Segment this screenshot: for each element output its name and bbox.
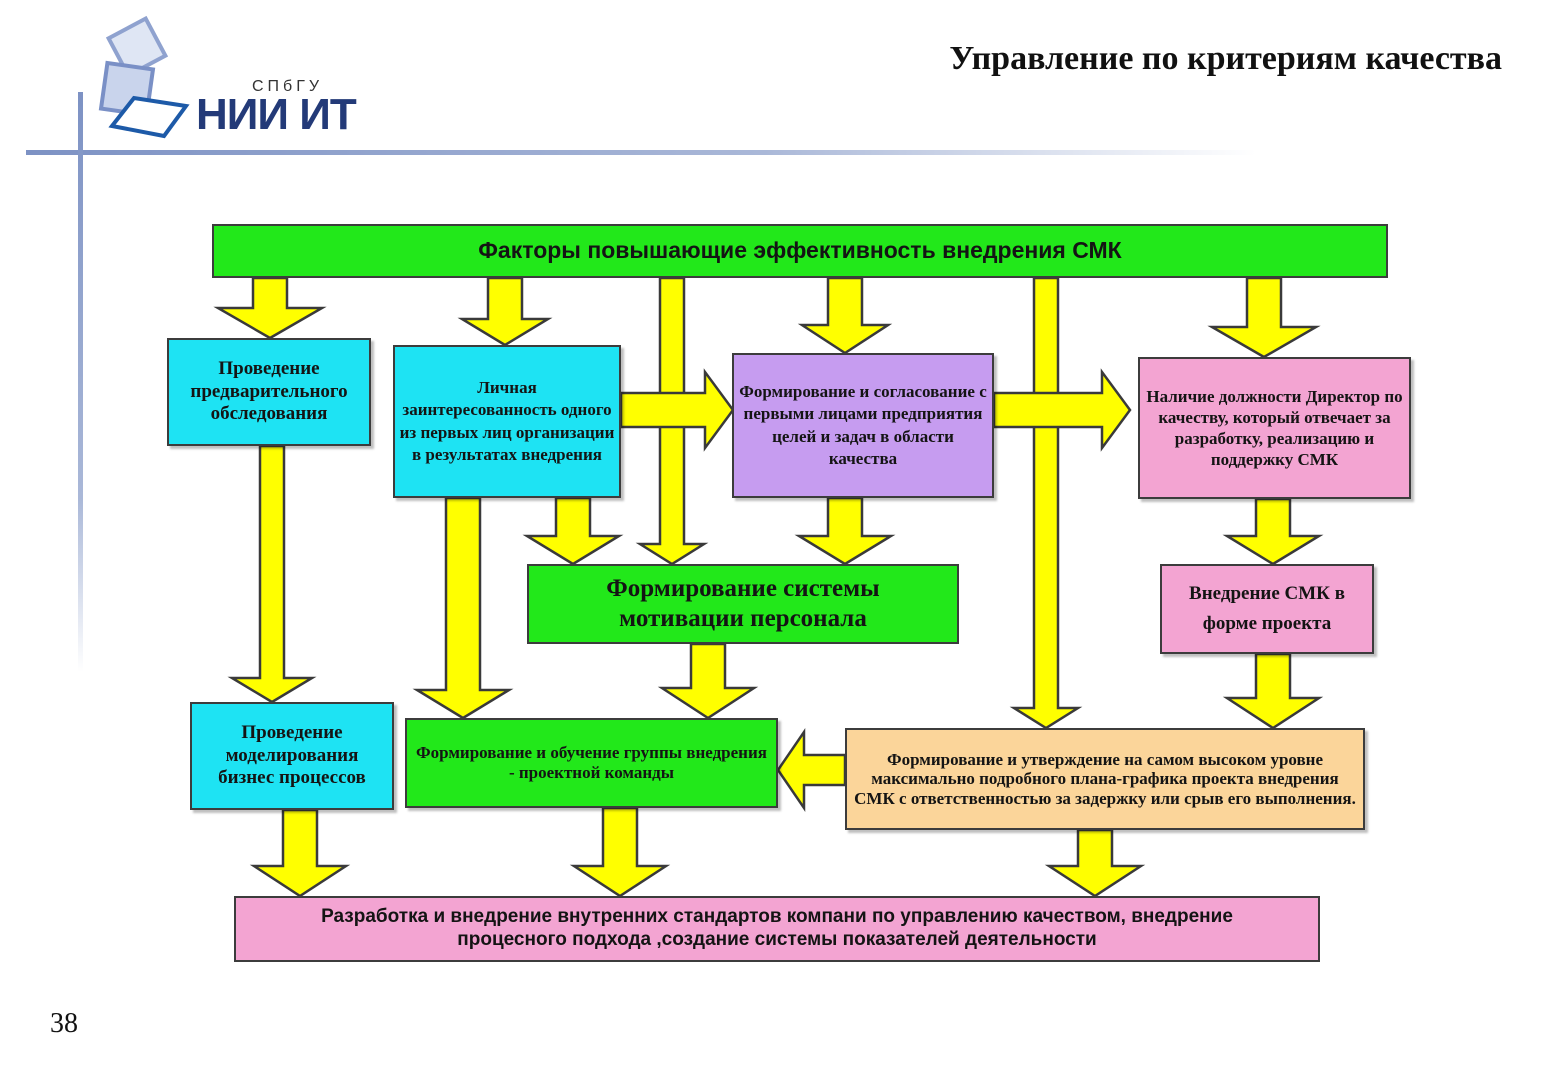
box-personal-interest: Личная заинтересованность одного из перв…: [393, 345, 621, 498]
arrow-goals-to-director: [992, 368, 1132, 452]
arrow-modeling-to-standards: [249, 808, 351, 898]
logo-name: НИИ ИТ: [196, 90, 357, 139]
slide-title: Управление по критериям качества: [949, 40, 1502, 77]
logo-squares-icon: [98, 15, 190, 139]
box-project-implementation: Внедрение СМК в форме проекта: [1160, 564, 1374, 654]
arrow-top-to-survey: [213, 276, 327, 340]
arrow-top-to-director: [1207, 276, 1321, 359]
header-rule: [26, 150, 1256, 155]
arrow-project-to-plan: [1222, 652, 1324, 730]
arrow-director-to-project: [1222, 497, 1324, 566]
arrow-plan-to-team: [776, 727, 847, 813]
arrow-team-to-standards: [569, 806, 671, 898]
box-internal-standards: Разработка и внедрение внутренних станда…: [234, 896, 1320, 962]
arrow-goals-to-motivation: [794, 496, 896, 566]
logo-subtitle: СПбГУ: [252, 78, 324, 95]
side-rule: [78, 92, 83, 672]
arrow-interest-to-team: [412, 496, 514, 720]
arrow-motivation-to-team: [657, 642, 759, 720]
page-number: 38: [50, 1008, 78, 1039]
box-project-team: Формирование и обучение группы внедрения…: [405, 718, 778, 808]
arrow-top-to-interest: [457, 276, 553, 347]
box-preliminary-survey: Проведение предварительного обследования: [167, 338, 371, 446]
box-schedule-plan: Формирование и утверждение на самом высо…: [845, 728, 1365, 830]
arrow-plan-to-standards: [1044, 828, 1146, 898]
arrow-top-to-goals: [797, 276, 893, 355]
box-factors: Факторы повышающие эффективность внедрен…: [212, 224, 1388, 278]
arrow-survey-to-modeling: [227, 444, 317, 704]
arrow-interest-to-motivation: [522, 496, 624, 566]
arrow-interest-to-goals: [619, 368, 735, 452]
arrow-top-to-plan: [1009, 276, 1083, 730]
box-goals-agreement: Формирование и согласование с первыми ли…: [732, 353, 994, 498]
box-process-modeling: Проведение моделирования бизнес процессо…: [190, 702, 394, 810]
box-quality-director: Наличие должности Директор по качеству, …: [1138, 357, 1411, 499]
box-motivation-system: Формирование системы мотивации персонала: [527, 564, 959, 644]
